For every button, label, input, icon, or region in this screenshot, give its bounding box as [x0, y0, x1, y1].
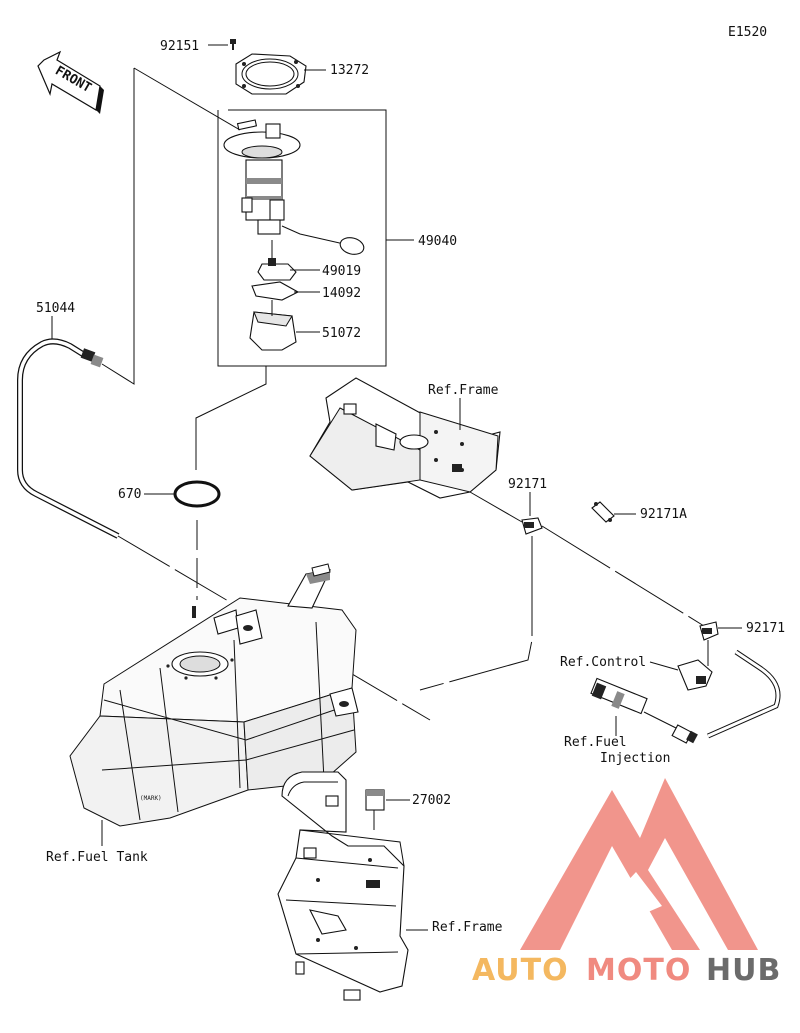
gasket-13272 [235, 53, 326, 95]
label-670: 670 [118, 487, 141, 502]
label-92171A: 92171A [640, 507, 687, 522]
label-51072: 51072 [322, 326, 361, 341]
assembly-bracket [217, 109, 387, 367]
ref-frame-top: Ref.Frame [428, 383, 499, 398]
watermark-text-a: AUTO [472, 953, 569, 988]
ref-frame-bottom: Ref.Frame [432, 920, 503, 935]
part-14092 [251, 281, 320, 301]
control-bracket [677, 659, 713, 691]
filter-49019 [257, 258, 320, 281]
clamp-92171-lower [699, 621, 719, 641]
reservoir-51072 [249, 300, 320, 351]
svg-text:(MARK): (MARK) [140, 795, 162, 802]
fuel-pump-49040 [223, 119, 365, 258]
watermark-text-c: HUB [706, 953, 781, 988]
label-13272: 13272 [330, 63, 369, 78]
hose-connector [671, 724, 698, 744]
fuel-tank: (MARK) [69, 563, 359, 827]
label-14092: 14092 [322, 286, 361, 301]
label-27002: 27002 [412, 793, 451, 808]
frame-top [309, 377, 501, 499]
clamp-92171A [591, 501, 615, 523]
connector-27002 [365, 789, 385, 830]
clamp-92171-upper [521, 517, 543, 535]
ref-fuel-injection-2: Injection [600, 751, 670, 766]
fuel-injection [590, 677, 677, 729]
frame-bottom [277, 771, 409, 1001]
label-49019: 49019 [322, 264, 361, 279]
label-51044: 51044 [36, 301, 75, 316]
label-92171-upper: 92171 [508, 477, 547, 492]
o-ring-670 [173, 480, 221, 508]
diagram-code: E1520 [728, 25, 767, 40]
label-49040: 49040 [418, 234, 457, 249]
ref-control: Ref.Control [560, 655, 646, 670]
ref-fuel-tank: Ref.Fuel Tank [46, 850, 148, 865]
watermark-logo [520, 778, 758, 950]
ref-fuel-injection-1: Ref.Fuel [564, 735, 627, 750]
front-arrow-icon: FRONT [37, 50, 104, 114]
watermark-text-b: MOTO [586, 953, 691, 988]
label-92151: 92151 [160, 39, 199, 54]
fuel-hose-51044 [17, 338, 120, 539]
bolt-92151 [208, 39, 236, 50]
label-92171-lower: 92171 [746, 621, 785, 636]
